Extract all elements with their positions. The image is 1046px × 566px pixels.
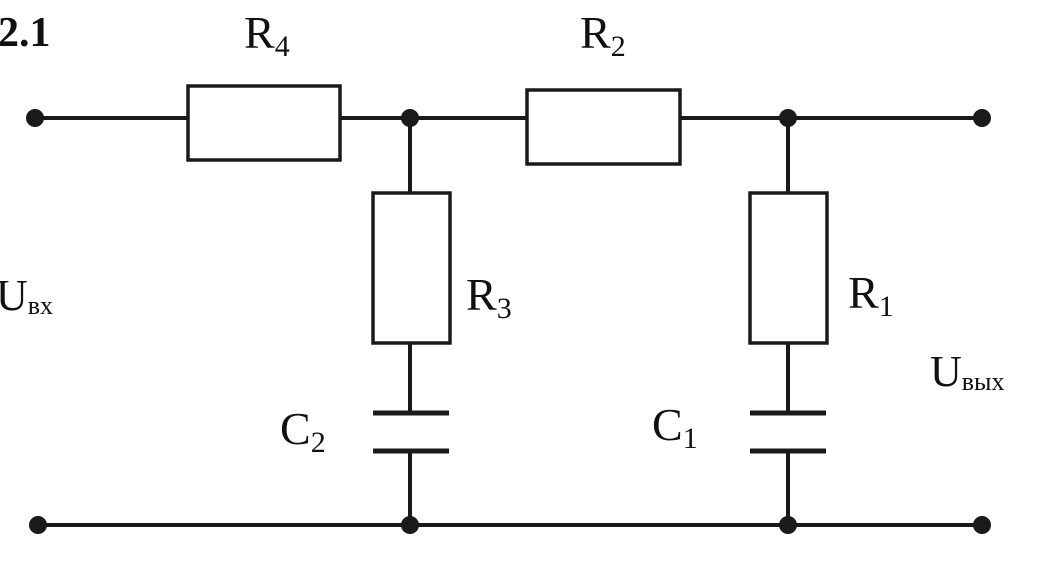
input-terminal-top [26, 109, 44, 127]
capacitor-c2 [373, 410, 449, 454]
label-r1: R1 [848, 267, 894, 323]
label-c2: C2 [280, 403, 326, 459]
label-output-voltage: Uвых [930, 347, 1005, 396]
label-r3: R3 [466, 269, 512, 325]
junction-node-right-bottom [779, 516, 797, 534]
junction-node-left-bottom [401, 516, 419, 534]
label-r2: R2 [580, 7, 626, 63]
resistor-r1 [748, 191, 829, 345]
label-c1: C1 [652, 399, 698, 455]
junction-node-right-top [779, 109, 797, 127]
junction-node-left-top [401, 109, 419, 127]
resistor-r4 [186, 84, 342, 162]
output-terminal-bottom [973, 516, 991, 534]
capacitor-c1 [750, 410, 826, 454]
input-terminal-bottom [29, 516, 47, 534]
resistor-r3 [371, 191, 452, 345]
label-input-voltage: Uвх [0, 271, 53, 320]
figure-number: 2.1 [0, 10, 51, 56]
output-terminal-top [973, 109, 991, 127]
resistor-r2 [525, 88, 682, 166]
label-r4: R4 [244, 7, 290, 63]
